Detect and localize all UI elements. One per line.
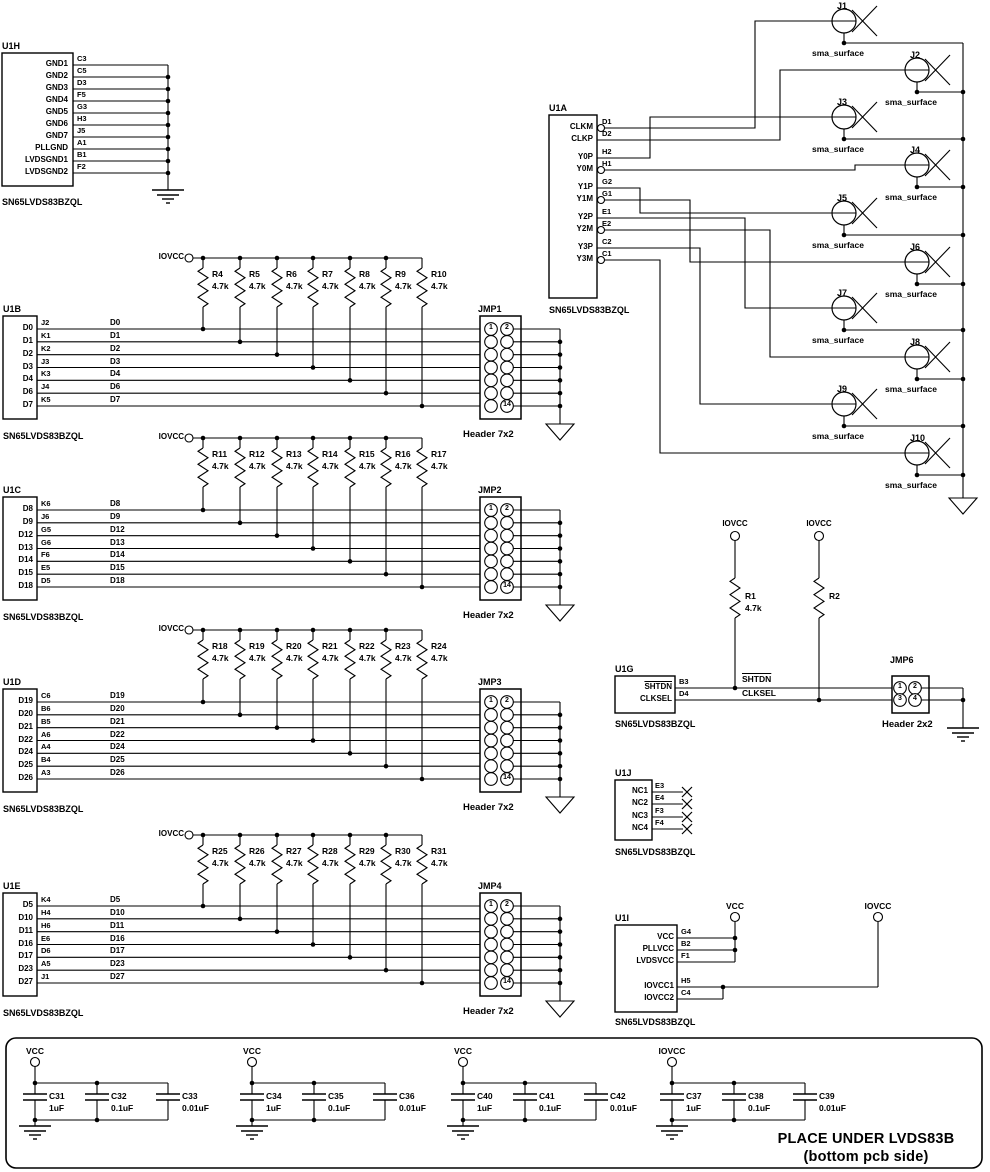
bank-U1B — [2, 253, 576, 441]
sma-connector-J8 — [904, 341, 966, 382]
ic-u1j — [614, 779, 693, 841]
sma-ground-bus — [947, 43, 979, 515]
sma-connector-J10 — [904, 437, 966, 478]
control-section — [614, 530, 979, 742]
sma-connector-J4 — [904, 149, 966, 190]
ic-u1h — [1, 52, 184, 204]
sma-connector-J3 — [831, 101, 966, 142]
ic-u1a — [548, 20, 905, 454]
bank-U1D — [2, 625, 576, 814]
sma-connector-J1 — [831, 5, 963, 46]
sma-connector-J7 — [831, 292, 966, 333]
sma-connector-J9 — [831, 388, 966, 429]
sma-connector-J5 — [831, 197, 966, 238]
bank-U1E — [2, 830, 576, 1018]
sma-connector-J2 — [904, 54, 966, 95]
decoupling-section — [5, 1037, 983, 1169]
ic-u1i — [614, 911, 884, 1013]
bank-U1C — [2, 433, 576, 622]
sma-connector-J6 — [904, 246, 966, 287]
